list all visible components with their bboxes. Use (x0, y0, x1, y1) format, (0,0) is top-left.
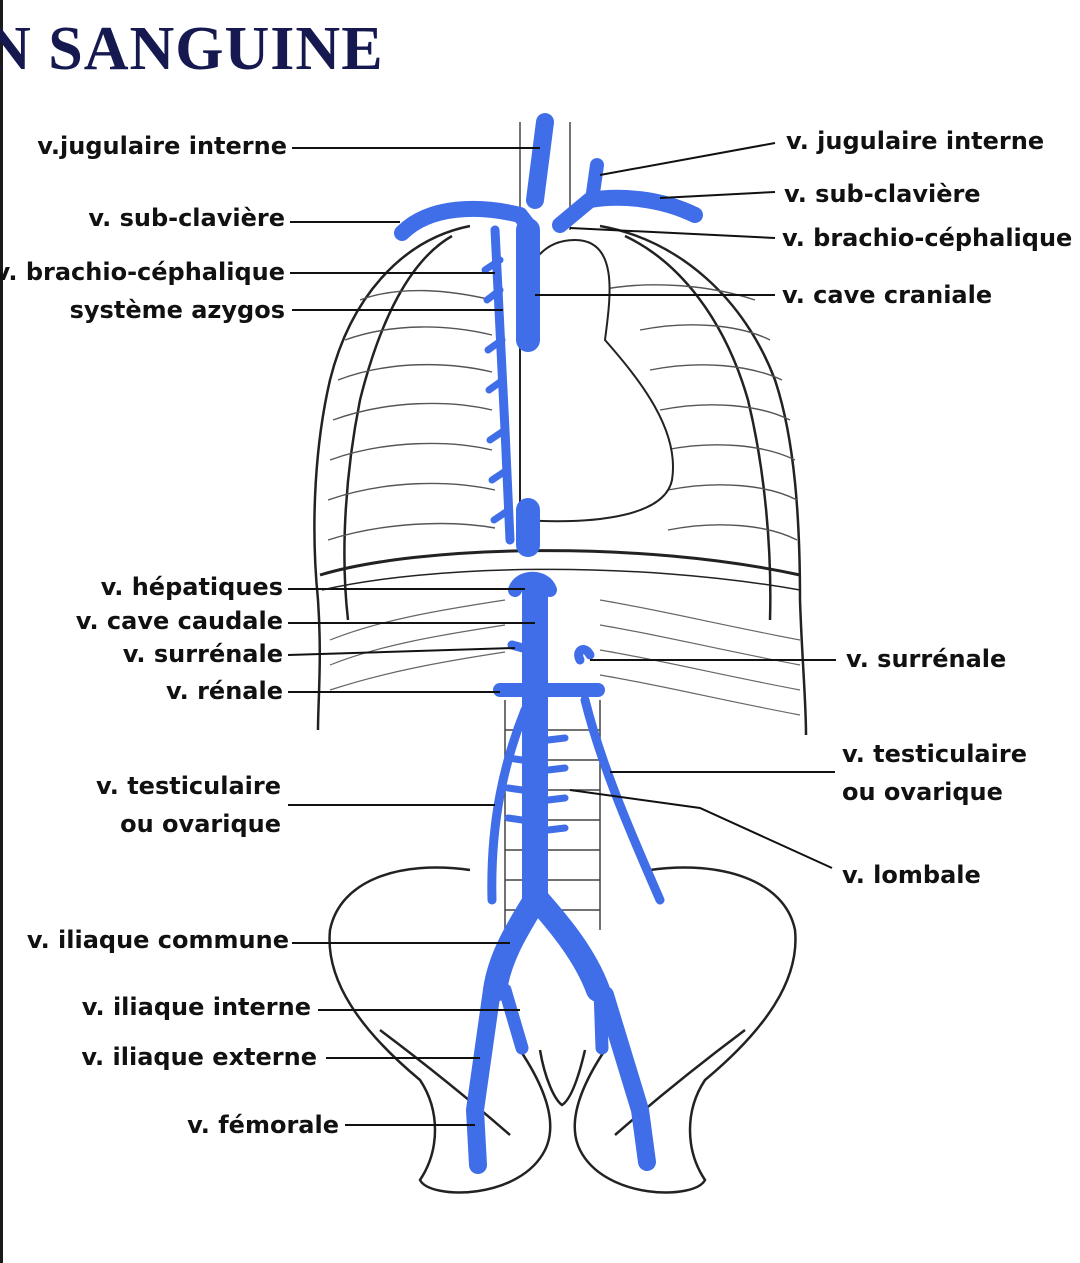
label-left-sub-claviere: v. sub-clavière (88, 204, 285, 232)
leader-lines (287, 142, 836, 1126)
diaphragm (329, 599, 801, 716)
label-right-cave-craniale: v. cave craniale (782, 281, 993, 309)
label-right-testiculaire: v. testiculaire (842, 740, 1027, 768)
label-right-sub-claviere: v. sub-clavière (784, 180, 981, 208)
label-left-iliaque-externe: v. iliaque externe (81, 1043, 317, 1071)
label-left-iliaque-interne: v. iliaque interne (81, 993, 311, 1021)
label-right-surrenale: v. surrénale (846, 645, 1007, 673)
label-left-testiculaire: v. testiculaire (96, 772, 281, 800)
label-left-hepatiques: v. hépatiques (100, 573, 283, 601)
label-right-brachio-cephalique: v. brachio-céphalique (782, 224, 1073, 252)
label-left-surrenale: v. surrénale (122, 640, 283, 668)
heart (518, 238, 675, 523)
label-left-iliaque-commune: v. iliaque commune (26, 926, 289, 954)
label-left-ou-ovarique: ou ovarique (120, 810, 281, 838)
left-border (0, 0, 3, 1263)
label-right-ou-ovarique: ou ovarique (842, 778, 1003, 806)
label-left-systeme-azygos: système azygos (69, 296, 285, 324)
label-left-brachio-cephalique: v. brachio-céphalique (0, 258, 285, 286)
veins (394, 113, 703, 1174)
rib-stripes (327, 284, 798, 541)
label-left-cave-caudale: v. cave caudale (75, 607, 283, 635)
rib-cage (313, 224, 808, 736)
label-right-jugulaire-interne: v. jugulaire interne (786, 127, 1045, 155)
label-left-femorale: v. fémorale (187, 1111, 339, 1139)
page-title: N SANGUINE (0, 15, 384, 83)
label-left-renale: v. rénale (165, 677, 283, 705)
pelvis (328, 866, 797, 1194)
label-left-jugulaire-interne: v.jugulaire interne (37, 132, 287, 160)
label-right-lombale: v. lombale (842, 861, 981, 889)
